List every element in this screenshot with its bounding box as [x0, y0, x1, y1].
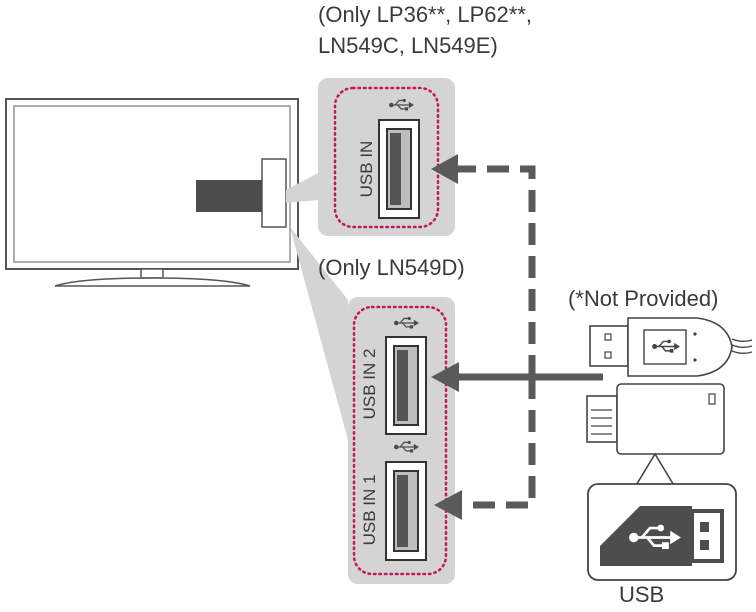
callout-wedge-bottom [290, 227, 348, 440]
model-note-line-1: (Only LP36**, LP62**, [318, 2, 533, 27]
zoom-callout-line [631, 452, 679, 493]
port-label-usb-in-1: USB IN 1 [360, 475, 379, 546]
arrow-icon [434, 377, 536, 520]
port-label-usb-in: USB IN [357, 141, 376, 198]
usb-port-1 [385, 461, 427, 561]
usb-port-single [378, 119, 420, 219]
model-note-line-2: LN549C, LN549E) [318, 33, 498, 58]
usb-port-2 [385, 336, 427, 435]
arrow-icon [431, 362, 603, 392]
not-provided-note: (*Not Provided) [568, 286, 719, 311]
port-label-usb-in-2: USB IN 2 [360, 349, 379, 420]
usb-device-caption: USB [619, 582, 665, 607]
tv-usb-slot [196, 180, 264, 212]
usb-panel-dual [348, 297, 455, 584]
tv-port-area [261, 158, 287, 228]
arrow-icon [431, 154, 536, 377]
usb-device-zoom [587, 483, 737, 581]
usb-flash-drive-icon [586, 383, 725, 455]
callout-wedge-top [286, 173, 318, 203]
model-note-ln549d: (Only LN549D) [318, 255, 465, 280]
